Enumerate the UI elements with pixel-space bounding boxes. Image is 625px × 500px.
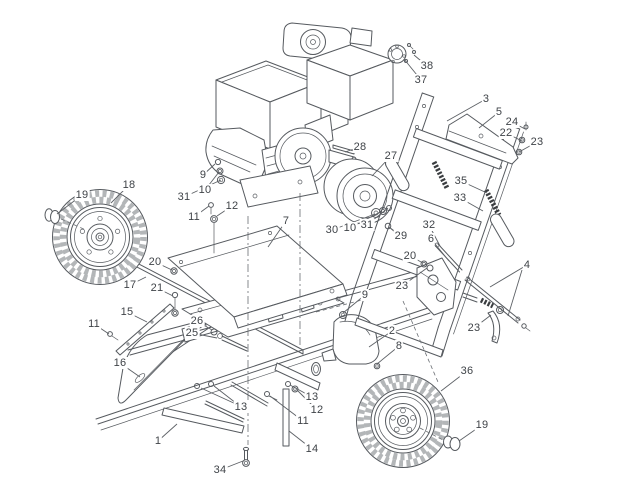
leader-line-11	[194, 206, 209, 217]
leader-line-13	[290, 385, 312, 397]
leader-line-4	[490, 265, 527, 287]
leader-line-19	[459, 425, 482, 441]
leader-line-35	[461, 181, 487, 193]
leader-line-13	[214, 386, 241, 407]
leader-line-14	[289, 431, 312, 449]
centerlines	[248, 193, 438, 445]
leader-line-23	[519, 142, 537, 152]
leader-line-20	[410, 256, 423, 263]
output-flange	[388, 44, 416, 64]
spring-left	[434, 162, 447, 188]
leader-line-31	[184, 180, 221, 197]
leader-line-8	[377, 346, 399, 364]
pto-pulley	[324, 159, 393, 224]
belt-guard-plate	[168, 226, 347, 328]
top-plate	[446, 114, 518, 164]
leader-line-24	[512, 122, 525, 129]
leader-line-21	[157, 288, 173, 296]
leader-line-6	[431, 239, 449, 261]
leader-line-34	[220, 461, 243, 470]
leader-line-12	[217, 206, 232, 216]
leader-line-38	[414, 55, 427, 66]
leader-line-22	[506, 133, 522, 141]
extra-leader-lines	[201, 270, 522, 405]
leader-line-1	[158, 424, 177, 441]
leader-line-37	[404, 59, 421, 80]
leader-line-17	[130, 277, 146, 285]
leader-line-11	[94, 324, 109, 334]
leader-line-15	[127, 312, 147, 322]
leader-line-10	[205, 172, 219, 190]
handle-frame	[345, 93, 530, 357]
leader-line-12	[297, 390, 317, 410]
leader-line-33	[460, 198, 483, 211]
leader-line-5	[479, 112, 499, 128]
leader-line-23	[474, 315, 491, 328]
engine-assembly	[206, 23, 393, 253]
right-grip	[488, 212, 516, 249]
pivot-bracket	[417, 258, 456, 315]
leader-line-20	[155, 262, 172, 270]
leader-line-36	[441, 371, 467, 391]
spring-right	[486, 190, 499, 215]
right-wheel	[357, 375, 461, 468]
leader-line-9	[203, 164, 215, 175]
left-wheel	[45, 190, 148, 285]
leader-line-3	[447, 99, 486, 121]
air-cleaner	[307, 45, 393, 135]
leader-line-29	[389, 227, 401, 236]
